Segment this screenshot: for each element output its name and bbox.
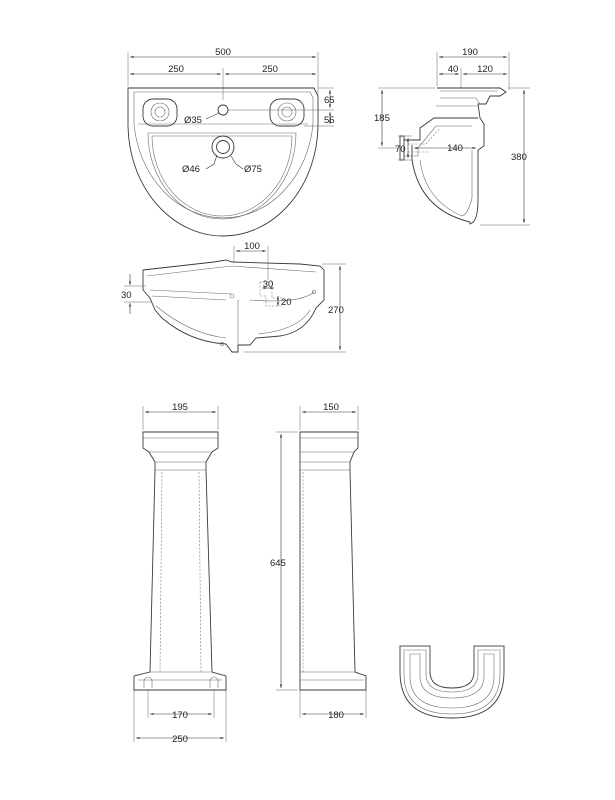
- dim-ped-base-width: 250: [172, 734, 188, 745]
- dim-tap-hole-offset: 65: [324, 95, 335, 106]
- dim-side-185: 185: [374, 113, 390, 124]
- basin-front-elevation: 100 30 20 30 270: [121, 241, 346, 353]
- dim-side-depth: 190: [462, 47, 478, 58]
- dim-tap-hole-dia: Ø35: [184, 115, 202, 126]
- dim-side-rim-120: 120: [477, 64, 493, 75]
- dim-side-140: 140: [447, 143, 463, 154]
- pedestal-plan: [399, 645, 505, 719]
- dim-front-height: 270: [328, 305, 344, 316]
- tap-hole: [217, 104, 229, 116]
- dim-side-height: 380: [511, 152, 527, 163]
- dim-ped-side-base: 180: [328, 710, 344, 721]
- basin-side-section: 190 40 120 185 70 140 380: [374, 47, 530, 226]
- left-tap-boss: [142, 98, 178, 127]
- dim-side-70: 70: [395, 144, 406, 155]
- dim-ped-height: 645: [270, 558, 286, 569]
- pedestal-side: 150 645 180: [270, 402, 367, 721]
- dim-ped-base-inner: 170: [172, 710, 188, 721]
- dim-basin-width: 500: [215, 47, 231, 58]
- dim-front-100: 100: [244, 241, 260, 252]
- dim-front-30-left: 30: [121, 290, 132, 301]
- dim-side-rim-40: 40: [448, 64, 459, 75]
- dim-basin-half-left: 250: [168, 64, 184, 75]
- right-tap-boss: [269, 98, 305, 127]
- dim-ped-side-width: 150: [323, 402, 339, 413]
- dim-waste-outer-dia: Ø75: [244, 164, 262, 175]
- waste-outlet: [211, 135, 235, 159]
- dim-front-20: 20: [281, 297, 292, 308]
- pedestal-front: 195 170 250: [133, 402, 227, 745]
- dim-waste-inner-dia: Ø46: [182, 164, 200, 175]
- dim-overflow-offset: 55: [324, 115, 335, 126]
- dim-ped-top-width: 195: [172, 402, 188, 413]
- dim-basin-half-right: 250: [262, 64, 278, 75]
- dim-front-30-top: 30: [263, 279, 274, 290]
- basin-plan-view: 500 250 250 65 55 Ø35 Ø46 Ø75: [127, 47, 335, 237]
